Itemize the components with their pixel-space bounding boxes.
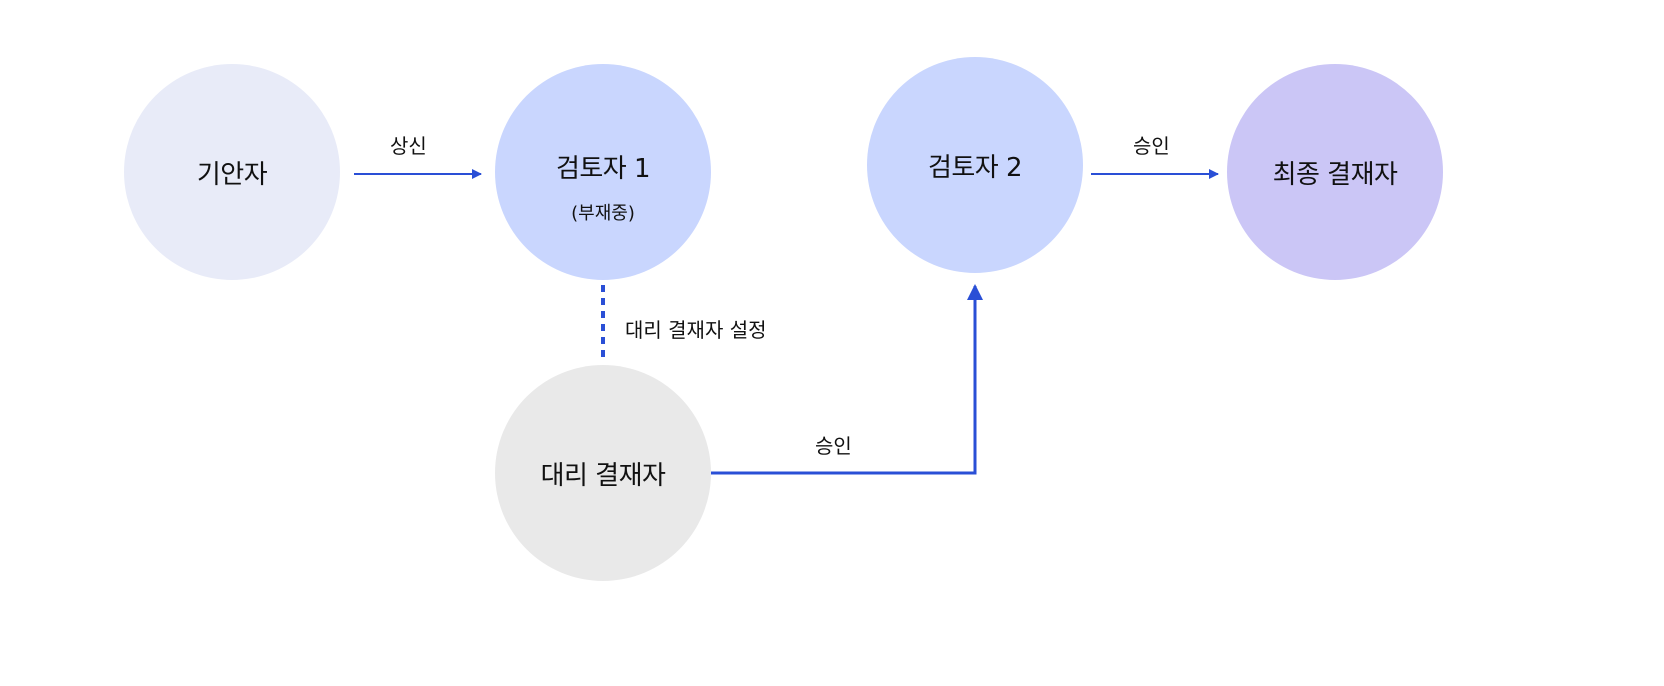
node-proxy-approver: 대리 결재자 bbox=[495, 365, 711, 581]
node-label: 대리 결재자 bbox=[540, 460, 666, 491]
edge-label-submit: 상신 bbox=[390, 134, 427, 158]
node-status: (부재중) bbox=[571, 202, 635, 224]
edge-label-final-approve: 승인 bbox=[1133, 134, 1170, 158]
proxy-approve-arrow bbox=[711, 284, 983, 475]
node-label: 최종 결재자 bbox=[1272, 159, 1398, 190]
node-label: 기안자 bbox=[196, 159, 268, 190]
node-label: 검토자 1 bbox=[555, 153, 651, 184]
edge-label-proxy-setting: 대리 결재자 설정 bbox=[625, 318, 767, 342]
node-label: 검토자 2 bbox=[927, 152, 1023, 183]
edge-label-proxy-approve: 승인 bbox=[815, 434, 852, 458]
node-drafter: 기안자 bbox=[124, 64, 340, 280]
node-final-approver: 최종 결재자 bbox=[1227, 64, 1443, 280]
node-reviewer-2: 검토자 2 bbox=[867, 57, 1083, 273]
node-reviewer-1: 검토자 1 (부재중) bbox=[495, 64, 711, 280]
